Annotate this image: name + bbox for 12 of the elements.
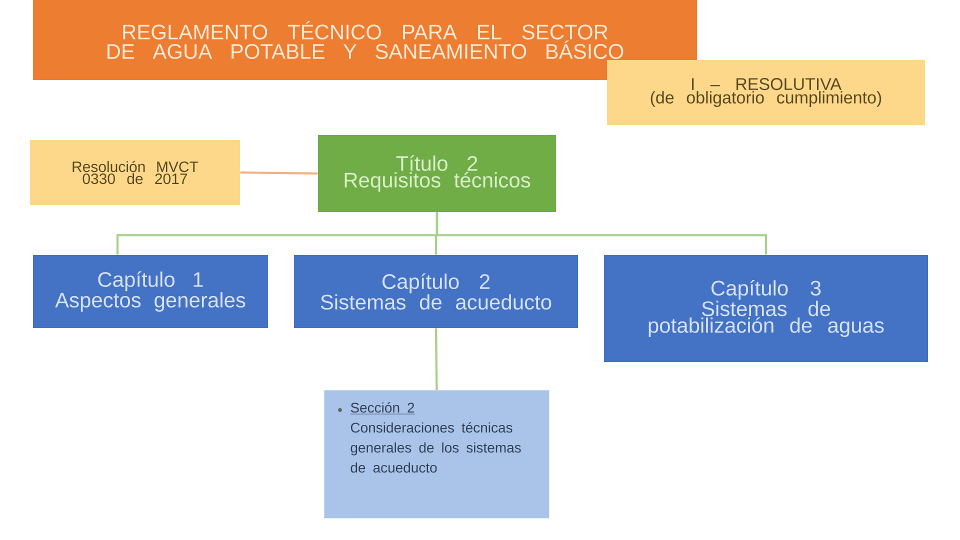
- note-box: I – RESOLUTIVA (de obligatorio cumplimiento): [607, 60, 925, 125]
- section-text: Sección 2 Consideraciones técnicas generales de los sistemas de acueducto: [350, 402, 521, 473]
- chapter-box: Capítulo 3 Sistemas de potabilización de aguas: [604, 255, 928, 362]
- chapter-box: Capítulo 2 Sistemas de acueducto: [294, 255, 578, 328]
- title-banner: REGLAMENTO TÉCNICO PARA EL SECTOR DE AGUA POTABLE Y SANEAMIENTO BÁSICO: [33, 0, 697, 80]
- note-box: Resolución MVCT 0330 de 2017: [30, 140, 240, 205]
- connector-line: [240, 171, 318, 175]
- connector-line: [434, 328, 438, 390]
- title-box: Título 2 Requisitos técnicos: [318, 135, 556, 212]
- section-box: [324, 390, 550, 518]
- chapter-box: Capítulo 1 Aspectos generales: [33, 255, 268, 328]
- connector-line: [436, 212, 768, 255]
